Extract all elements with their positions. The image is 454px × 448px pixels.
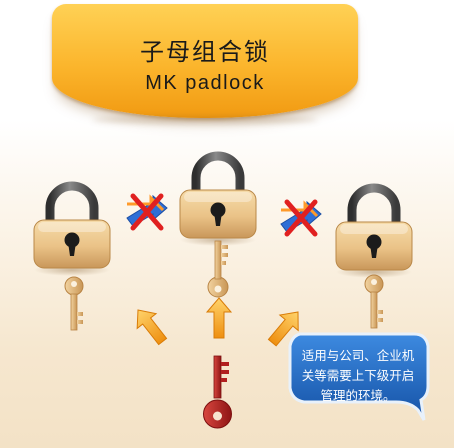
- key-icon-right: [364, 274, 384, 329]
- master-key-icon: [203, 355, 232, 429]
- key-icon-left: [64, 276, 84, 331]
- padlock-icon-center: [180, 156, 256, 246]
- padlock-icon-left: [34, 186, 110, 276]
- banner-title: 子母组合锁: [140, 38, 270, 66]
- padlock-icon-right: [336, 188, 412, 278]
- key-icon-center: [207, 240, 229, 298]
- blocked-arrow-icon-left: [127, 196, 167, 228]
- note-text: 适用与公司、企业机关等需要上下级开启管理的环境。: [301, 348, 415, 403]
- title-banner: 子母组合锁 MK padlock: [52, 4, 358, 118]
- note-bubble: [288, 332, 430, 421]
- banner-subtitle: MK padlock: [145, 72, 265, 94]
- up-arrow-icon-center: [206, 297, 232, 339]
- up-arrow-icon-left: [128, 302, 173, 350]
- blocked-arrow-icon-right: [281, 202, 321, 234]
